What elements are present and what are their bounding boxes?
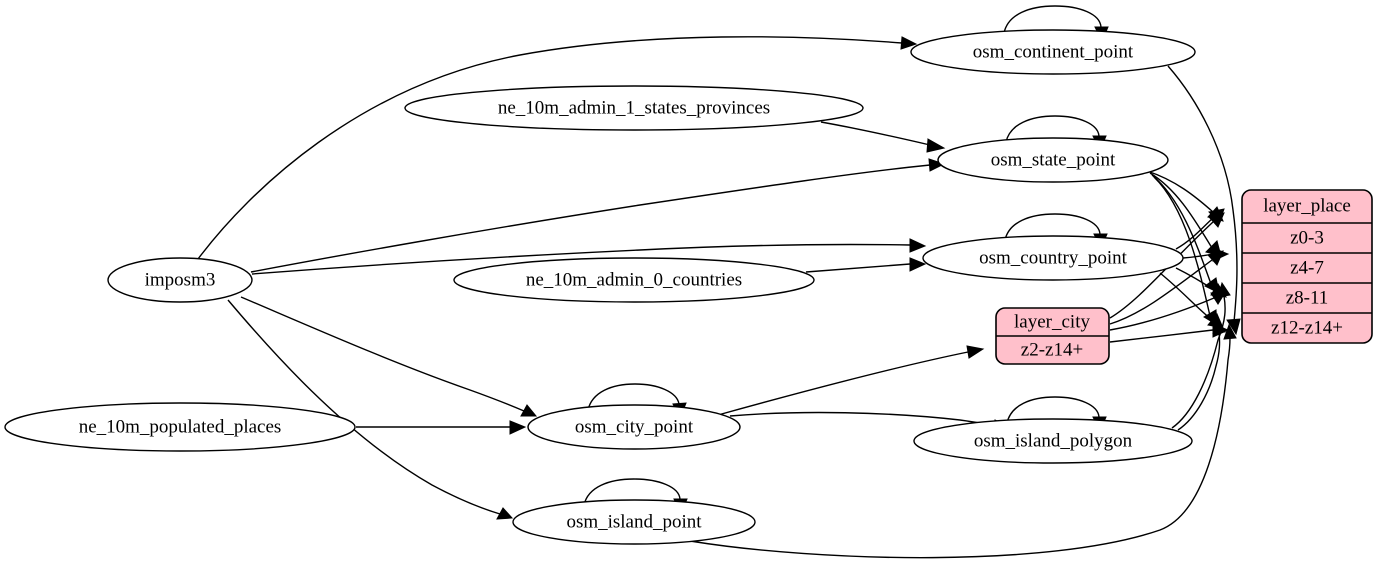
record-layer-place[interactable]: layer_place z0-3 z4-7 z8-11 z12-z14+ (1241, 189, 1373, 344)
edge-imposm3-to-osm-continent-point (197, 36, 903, 260)
arrowhead (1217, 281, 1231, 298)
node-imposm3[interactable]: imposm3 (107, 257, 253, 303)
edge-osm-island-polygon-to-layer-place-z8-11 (1171, 295, 1226, 429)
node-shape (453, 257, 815, 303)
edge-layer-city-to-layer-place-z8-11 (1109, 297, 1215, 331)
node-osm-city-point[interactable]: osm_city_point (527, 404, 741, 450)
node-osm-island-point[interactable]: osm_island_point (512, 499, 756, 545)
edge-layer-city-to-layer-place-z12 (1109, 329, 1214, 343)
record-row-layer-city-title: layer_city (1014, 311, 1090, 332)
edge-osm-city-point-to-osm-island-polygon (729, 411, 997, 427)
node-label: osm_country_point (979, 247, 1127, 268)
node-osm-continent-point[interactable]: osm_continent_point (910, 29, 1196, 75)
record-row-z12-z14[interactable]: z12-z14+ (1271, 317, 1343, 338)
node-ne-10m-admin-1-states-provinces[interactable]: ne_10m_admin_1_states_provinces (404, 85, 864, 131)
node-label: ne_10m_admin_1_states_provinces (498, 97, 770, 118)
node-osm-island-polygon[interactable]: osm_island_polygon (913, 418, 1193, 464)
record-row-layer-place-title: layer_place (1263, 195, 1351, 216)
node-shape (527, 404, 741, 450)
node-osm-country-point[interactable]: osm_country_point (922, 235, 1184, 281)
node-label: osm_island_point (566, 511, 702, 532)
node-label: osm_continent_point (973, 41, 1134, 62)
record-row-z4-7[interactable]: z4-7 (1290, 257, 1324, 278)
node-shape (404, 85, 864, 131)
edge-ne-countries-to-osm-country-point (805, 263, 911, 273)
edge-osm-country-point-to-layer-place-z8-11 (1175, 267, 1215, 291)
self-loop-osm-island-polygon (1006, 396, 1100, 424)
node-shape (913, 418, 1193, 464)
node-label: osm_island_polygon (974, 430, 1133, 451)
edge-ne-states-to-osm-state-point (820, 121, 931, 146)
edge-layer-city-to-layer-place-z0-3 (1109, 221, 1214, 319)
edge-osm-country-point-to-layer-place-z12 (1159, 272, 1213, 321)
node-label: osm_state_point (991, 149, 1116, 170)
arrowhead (926, 138, 946, 153)
node-shape (512, 499, 756, 545)
self-loop-osm-city-point (587, 383, 680, 411)
node-shape (937, 137, 1169, 183)
arrowhead (1226, 318, 1241, 336)
node-shape (107, 257, 253, 303)
edge-osm-island-polygon-to-layer-place-z12 (1177, 331, 1221, 431)
record-row-z0-3[interactable]: z0-3 (1290, 227, 1324, 248)
node-shape (4, 402, 356, 452)
node-shape (910, 29, 1196, 75)
arrowhead (1207, 250, 1224, 266)
edge-osm-state-point-to-layer-place-z12 (1153, 176, 1211, 317)
record-row-z2-z14[interactable]: z2-z14+ (1021, 339, 1083, 360)
arrowhead (1223, 323, 1237, 340)
node-osm-state-point[interactable]: osm_state_point (937, 137, 1169, 183)
node-ne-10m-admin-0-countries[interactable]: ne_10m_admin_0_countries (453, 257, 815, 303)
arrowhead (909, 257, 927, 272)
edge-osm-island-point-to-layer-place-z12 (689, 337, 1231, 559)
self-loop-osm-country-point (1004, 213, 1101, 241)
edge-imposm3-to-osm-city-point (240, 296, 525, 412)
record-background (1241, 189, 1373, 344)
edge-osm-continent-point-to-layer-place-z12 (1167, 65, 1238, 323)
record-row-z8-11[interactable]: z8-11 (1286, 287, 1329, 308)
arrowhead (509, 420, 527, 435)
edge-layer-city-to-layer-place-z4-7 (1109, 259, 1213, 325)
record-layer-city[interactable]: layer_city z2-z14+ (995, 307, 1110, 365)
arrowhead (1208, 212, 1225, 228)
node-label: ne_10m_admin_0_countries (526, 269, 742, 290)
arrowhead (496, 507, 514, 520)
arrowhead (928, 158, 946, 172)
arrowhead (520, 404, 538, 417)
node-label: ne_10m_populated_places (79, 416, 282, 437)
node-shape (922, 235, 1184, 281)
edge-imposm3-to-osm-island-point (227, 299, 501, 515)
arrowhead (900, 36, 918, 50)
edge-osm-state-point-to-layer-place-z4-7 (1149, 172, 1213, 249)
edge-osm-state-point-to-layer-place-z0-3 (1146, 170, 1214, 213)
node-layer: imposm3 ne_10m_admin_1_states_provinces … (4, 29, 1196, 545)
arrowhead (909, 238, 927, 253)
self-loop-osm-state-point (1005, 115, 1100, 143)
record-layer: layer_city z2-z14+ layer_place z0-3 z4-7… (995, 189, 1373, 365)
arrowhead (966, 345, 985, 359)
edge-imposm3-to-osm-country-point (251, 243, 911, 275)
self-loop-osm-continent-point (1003, 5, 1102, 34)
self-loop-osm-island-point (583, 478, 681, 506)
arrowhead (1212, 317, 1226, 334)
node-label: osm_city_point (575, 416, 694, 437)
edge-imposm3-to-osm-state-point (250, 164, 931, 273)
node-ne-10m-populated-places[interactable]: ne_10m_populated_places (4, 402, 356, 452)
edge-osm-city-point-to-layer-city (717, 351, 969, 416)
node-label: imposm3 (145, 269, 216, 290)
